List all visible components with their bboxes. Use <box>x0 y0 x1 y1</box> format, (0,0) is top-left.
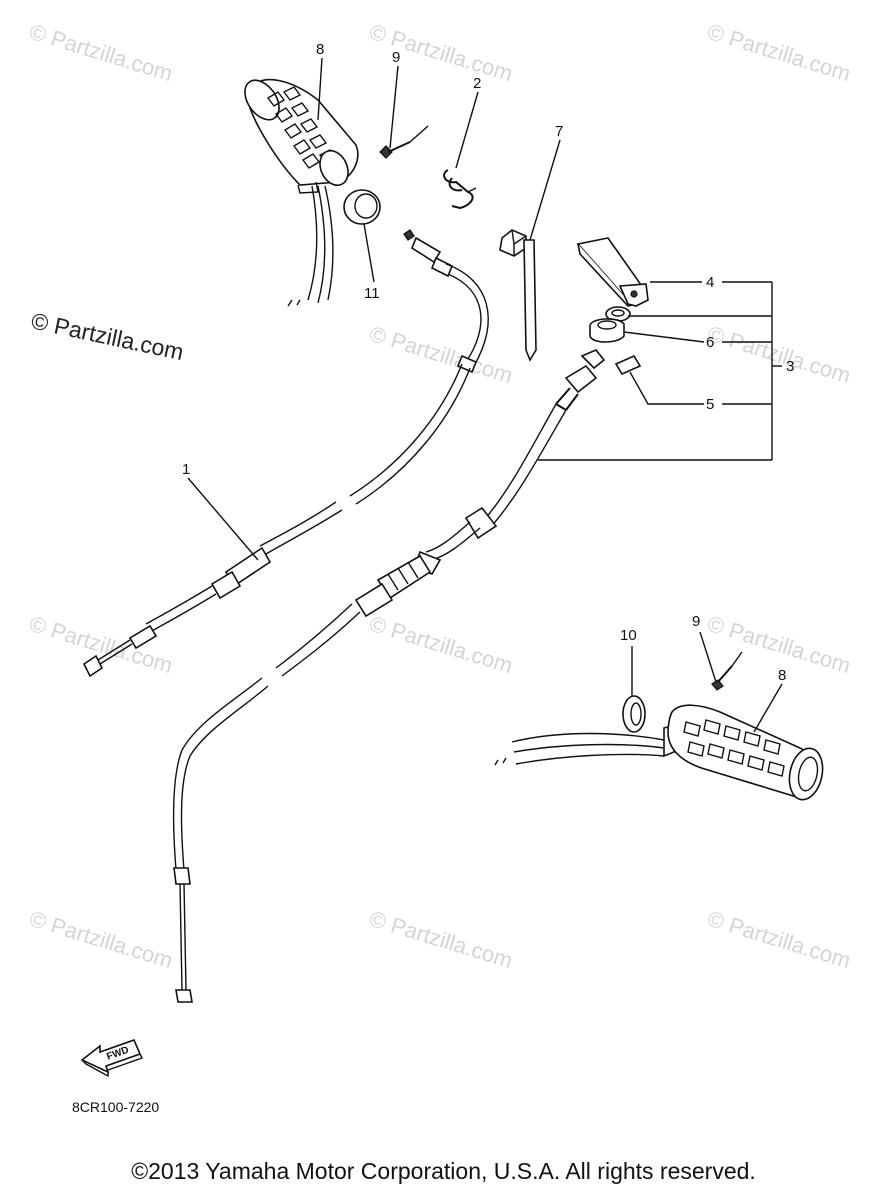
callout-1: 1 <box>182 461 190 478</box>
callout-8-top: 8 <box>316 41 324 58</box>
callout-9-top: 9 <box>392 49 400 66</box>
callout-11: 11 <box>364 285 380 302</box>
callout-7: 7 <box>555 123 563 140</box>
cable-1 <box>82 229 489 678</box>
callout-6: 6 <box>706 334 714 351</box>
watermark-text: © Partzilla.com <box>27 19 176 86</box>
nut-6 <box>589 318 625 343</box>
screw-9-right <box>711 651 743 691</box>
callout-9-right: 9 <box>692 613 700 630</box>
callout-4: 4 <box>706 274 714 291</box>
watermark-text: © Partzilla.com <box>367 321 516 388</box>
throttle-lever-4 <box>576 237 649 307</box>
watermark-text: © Partzilla.com <box>367 906 516 973</box>
watermark-text: © Partzilla.com <box>705 19 854 86</box>
watermark-text: © Partzilla.com <box>367 19 516 86</box>
pin-5 <box>614 354 642 376</box>
washer <box>605 306 631 322</box>
diagram-code: 8CR100-7220 <box>72 1099 159 1115</box>
watermark-text: © Partzilla.com <box>705 321 854 388</box>
grip-left <box>244 78 359 307</box>
fwd-arrow-icon: FWD <box>80 1038 143 1078</box>
watermark-layer: © Partzilla.com © Partzilla.com © Partzi… <box>27 19 854 973</box>
watermark-text: © Partzilla.com <box>705 906 854 973</box>
callout-8-right: 8 <box>778 667 786 684</box>
collar-10 <box>622 695 646 733</box>
copyright-notice: ©2013 Yamaha Motor Corporation, U.S.A. A… <box>131 1158 756 1184</box>
callout-2: 2 <box>473 75 481 92</box>
clip-2 <box>443 169 477 210</box>
cable-3 <box>172 349 606 1003</box>
callout-5: 5 <box>706 396 714 413</box>
leader-lines <box>187 57 783 733</box>
watermark-text: © Partzilla.com <box>367 611 516 678</box>
cable-tie-7 <box>499 229 537 362</box>
collar-11 <box>343 189 381 225</box>
screw-9-top <box>379 125 429 159</box>
callout-numbers: 8 9 2 7 11 1 4 6 3 5 10 9 8 <box>182 41 794 684</box>
callout-10: 10 <box>620 627 637 644</box>
watermark-text-prominent: © Partzilla.com <box>29 307 186 365</box>
watermark-text: © Partzilla.com <box>27 906 176 973</box>
callout-3: 3 <box>786 358 794 375</box>
grip-right <box>494 704 824 801</box>
